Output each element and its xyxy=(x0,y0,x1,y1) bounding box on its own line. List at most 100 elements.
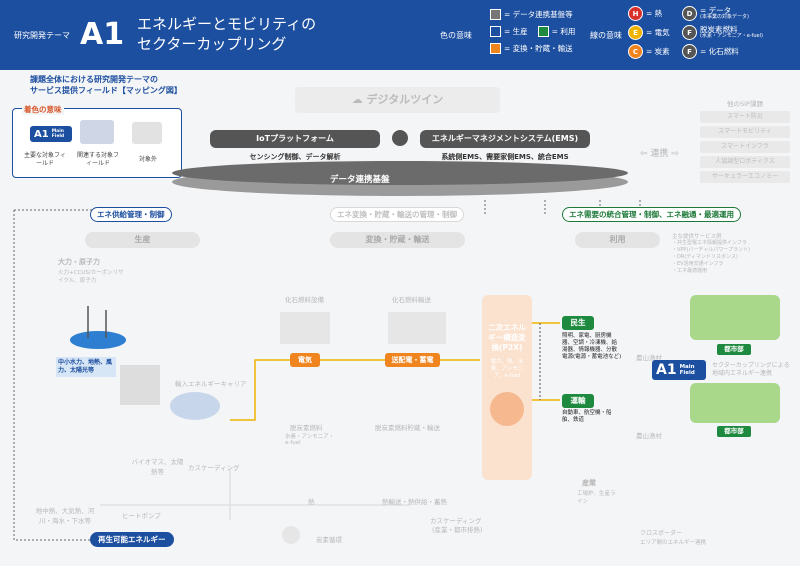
solar-house-icon xyxy=(120,365,160,405)
transport-box: 運輸 xyxy=(562,394,594,408)
green-swatch-icon xyxy=(537,26,549,37)
iot-platform-box: IoTプラットフォーム xyxy=(210,130,380,148)
service-panel: 主な提供サービス例 ・共生型電エネ情報提供インフラ ・VPP(バーチャルパワープ… xyxy=(672,232,782,275)
legend-production: = 生産 xyxy=(490,26,528,37)
carbon-icon: C xyxy=(628,44,643,59)
service-item: ・エネ最適運用 xyxy=(672,268,708,274)
urban-label: 都市部 xyxy=(717,344,751,355)
industry-sub: 工場炉、生産ライン xyxy=(577,491,616,505)
decarb-storage-label: 脱炭素燃料貯蔵・輸送 xyxy=(375,424,440,432)
blue-swatch-icon xyxy=(490,26,501,37)
data-icon: D xyxy=(682,6,697,21)
service-item: ・VPP(バーチャルパワープラント) xyxy=(672,247,751,253)
heat-label: 熱 xyxy=(308,498,315,506)
conversion-control-label: エネ変換・貯蔵・輸送の管理・制御 xyxy=(330,207,464,222)
supply-control-label: エネ供給管理・制御 xyxy=(90,207,172,222)
legend-electricity: E= 電気 xyxy=(628,25,676,40)
p2x-box: 二次エネルギー構造変換(P2X) 電力、熱、水素、アンモニア、e-fuel xyxy=(482,295,532,480)
decarb-fuel-icon: F xyxy=(682,25,697,40)
cascading2-sub: (産業・都市排熱) xyxy=(432,526,483,534)
urban-city-icon xyxy=(690,295,780,340)
theme-id: A1 xyxy=(80,17,125,52)
link-label: ⇦ 連携 ⇨ xyxy=(640,149,679,159)
other-sip-item: サーキュラーエコノミー xyxy=(700,171,790,183)
header-subtitle: 研究開発テーマ xyxy=(14,31,70,40)
electricity-box: 電気 xyxy=(290,353,320,367)
other-sip-item: スマート防災 xyxy=(700,111,790,123)
transport-sub: 自動車、航空機・船舶、鉄道 xyxy=(562,410,612,423)
solar-panel-icon xyxy=(170,392,220,420)
ground-heat-label: 地中熱、大気熱、河川・海水・下水等 xyxy=(35,507,95,525)
database-icon xyxy=(392,130,408,146)
legend-use: = 利用 xyxy=(537,26,575,37)
digital-twin-box: ☁ デジタルツイン xyxy=(295,87,500,113)
header-bar xyxy=(0,0,800,70)
related-field-label: 関連する対象フィールド xyxy=(76,152,119,167)
cross-border-label: クロスボーダー xyxy=(640,530,683,537)
out-of-scope-icon xyxy=(132,122,162,144)
fossil-fuel-icon: F xyxy=(682,44,697,59)
color-legend: = データ連携基盤等 = 生産 = 利用 = 変換・貯蔵・輸送 xyxy=(490,9,575,54)
orange-swatch-icon xyxy=(490,43,501,54)
sector-coupling-label: セクターカップリングによる地域内エネルギー連携 xyxy=(712,362,790,377)
residential-sub: 照明、家電、厨房機器、空調・冷凍機、給湯器、情報機器、分散電源(電源・蓄電池など… xyxy=(562,333,622,360)
fossil-facility-label: 化石燃料設備 xyxy=(285,296,324,304)
rural-label: 農山漁村 xyxy=(636,354,662,362)
hydro-label: 中小水力、地熱、風力、太陽光等 xyxy=(56,357,116,377)
ems-sub: 系統側EMS、需要家側EMS、統合EMS xyxy=(441,153,569,161)
heat-pump-label: ヒートポンプ xyxy=(122,512,161,520)
other-sip-item: 人協調型ロボティクス xyxy=(700,156,790,168)
color-meaning-title: 着色の意味 xyxy=(22,104,64,115)
transmission-box: 送配電・蓄電 xyxy=(385,353,440,367)
production-band: 生産 xyxy=(85,232,200,248)
demand-control-label: エネ需要の統合管理・制御、エネ融通・最適運用 xyxy=(562,207,741,222)
electricity-icon: E xyxy=(628,25,643,40)
legend-fossil-fuel: F= 化石燃料 xyxy=(682,44,739,59)
legend-data-platform: = データ連携基盤等 xyxy=(490,9,575,20)
heat-transport-label: 熱輸送・熱供給・蓄熱 xyxy=(382,498,447,506)
renewable-energy-label: 再生可能エネルギー xyxy=(90,532,174,547)
rural-label-2: 農山漁村 xyxy=(636,432,662,440)
decarb-fuel-label: 脱炭素燃料 xyxy=(290,424,323,432)
carbon-cycle-label: 炭素循環 xyxy=(316,536,342,544)
fossil-transport-label: 化石燃料輸送 xyxy=(392,296,431,304)
cascading2-label: カスケーディング xyxy=(430,517,482,525)
mapping-title: 課題全体における研究開発テーマの サービス提供フィールド【マッピング図】 xyxy=(30,75,182,95)
legend-heat: H= 熱 xyxy=(628,6,676,21)
p2x-title: 二次エネルギー構造変換(P2X) xyxy=(488,323,526,352)
thermal-sub: 火力+CCUS/カーボンリサイクル、原子力 xyxy=(58,270,124,284)
legend-data: D= データ(本事業の対象データ) xyxy=(682,6,749,21)
thermal-label: 大力・原子力 xyxy=(58,258,100,266)
battery-icon xyxy=(388,312,446,344)
page-title: エネルギーとモビリティの セクターカップリング xyxy=(137,15,317,53)
urban-label-2: 都市部 xyxy=(717,426,751,437)
cloud-icon: ☁ xyxy=(351,93,367,106)
decarb-fuel-sub: 水素・アンモニア・e-fuel xyxy=(285,434,335,446)
residential-box: 民生 xyxy=(562,316,594,330)
color-meaning-label: 色の意味 xyxy=(440,31,472,40)
out-of-scope-label: 対象外 xyxy=(138,156,157,163)
biomass-label: バイオマス、太陽熱等 xyxy=(131,458,184,476)
wind-turbine-icon xyxy=(68,300,128,350)
service-item: ・EV活用交通インフラ xyxy=(672,261,724,267)
cross-border-sub: エリア間のエネルギー連携 xyxy=(640,540,707,546)
ems-box: エネルギーマネジメントシステム(EMS) xyxy=(420,130,590,148)
data-platform-disc xyxy=(172,161,628,196)
main-field-label: 主要な対象フィールド xyxy=(24,152,66,167)
co2-icon xyxy=(282,526,300,544)
substation-icon xyxy=(280,312,330,344)
iot-platform-sub: センシング制御、データ解析 xyxy=(249,153,341,161)
industry-label: 産業 xyxy=(582,479,596,487)
gray-swatch-icon xyxy=(490,9,501,20)
other-sip-item: スマートモビリティ xyxy=(700,126,790,138)
p2x-cycle-icon xyxy=(490,392,524,426)
cascading-label: カスケーディング xyxy=(188,464,240,472)
service-item: ・DR(ディマンドリスポンス) xyxy=(672,254,738,260)
related-field-icon xyxy=(80,120,114,144)
use-band: 利用 xyxy=(575,232,660,248)
line-meaning-label: 線の意味 xyxy=(590,31,622,40)
